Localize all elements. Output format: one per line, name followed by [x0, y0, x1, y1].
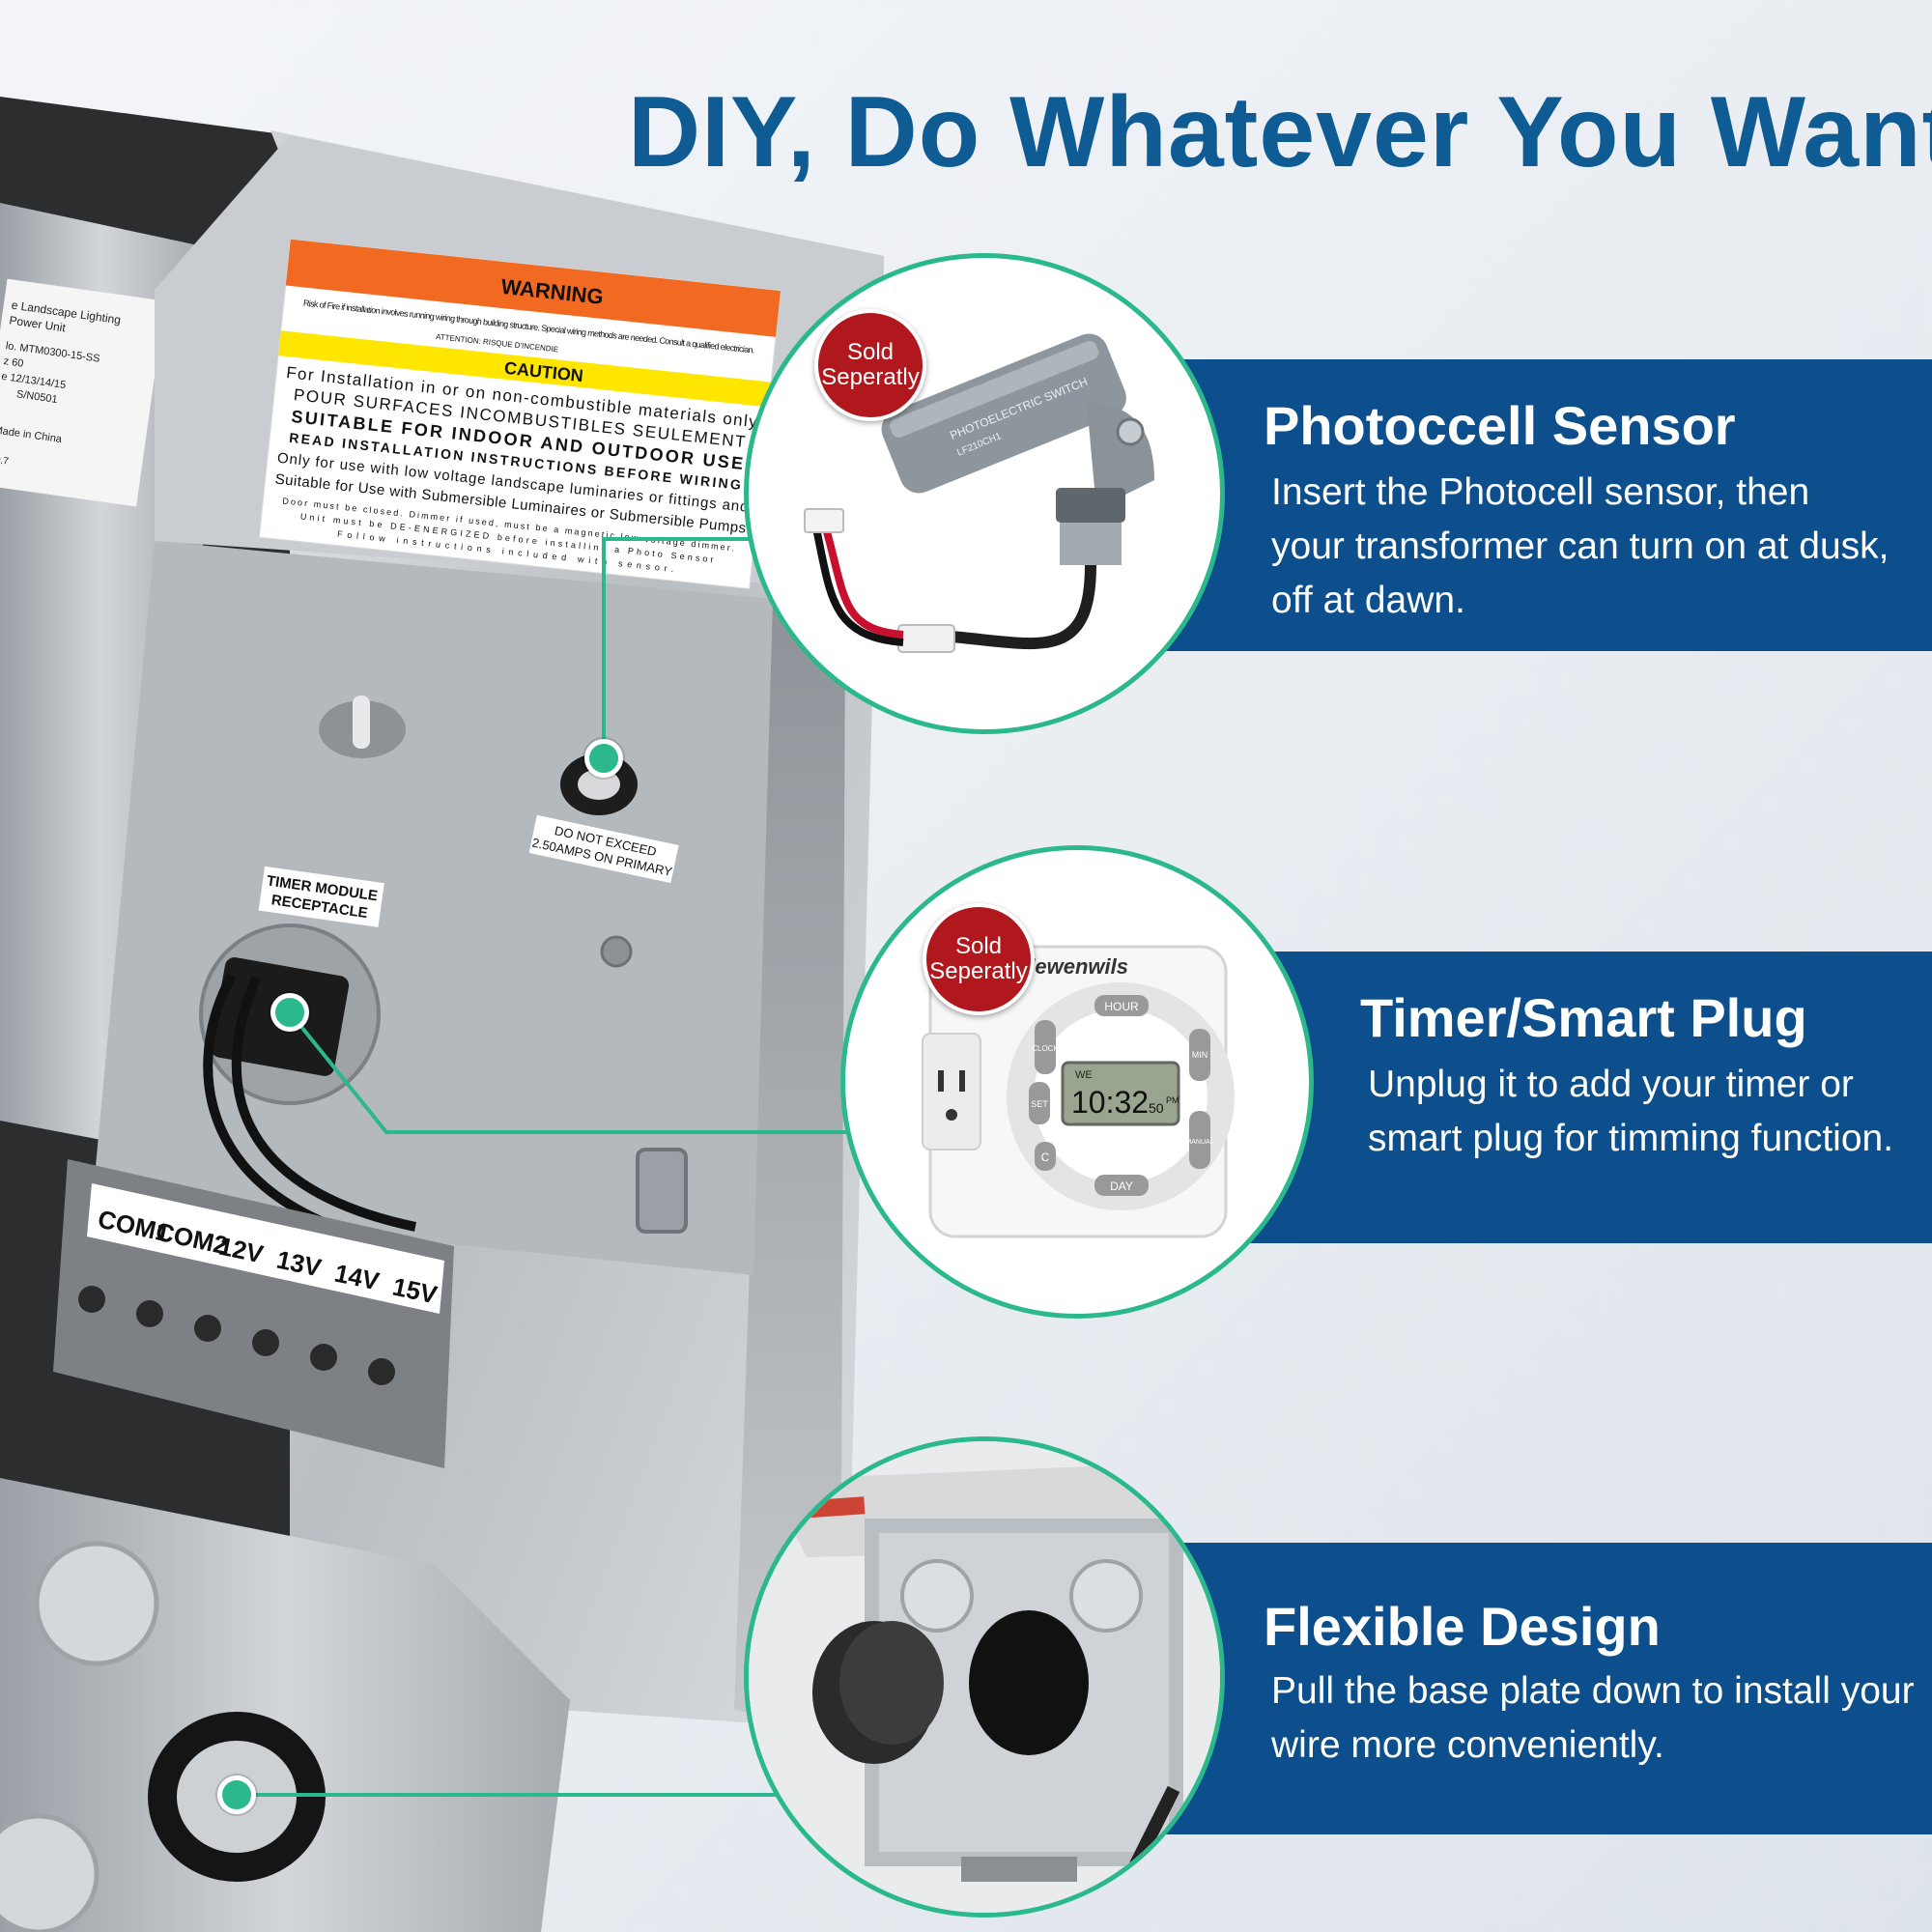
timer-day: WE [1075, 1069, 1093, 1081]
feature-body: Unplug it to add your timer or smart plu… [1368, 1064, 1894, 1159]
timer-brand: dewenwils [1022, 954, 1128, 979]
pin-base-plate [217, 1776, 256, 1814]
photocell-sensor-image: PHOTOELECTRIC SWITCH LF210CH1 [744, 253, 1225, 734]
timer-seconds: 50 [1149, 1100, 1164, 1116]
feature-title: Timer/Smart Plug [1360, 987, 1807, 1048]
spec-line: S/N0501 [15, 388, 58, 406]
pin-photocell-socket [584, 739, 623, 778]
timer-time: 10:32 [1071, 1085, 1149, 1120]
feature-band-photocell: Photoccell Sensor Insert the Photocell s… [1111, 359, 1932, 651]
timer-button-label: MIN [1192, 1050, 1208, 1060]
feature-band-flexible: Flexible Design Pull the base plate down… [1111, 1543, 1932, 1834]
base-plate-image [744, 1436, 1225, 1918]
badge-line: Sold [846, 339, 895, 365]
pin-timer-receptacle [270, 993, 309, 1032]
feature-title: Flexible Design [1264, 1596, 1661, 1657]
spec-line: z 60 [3, 355, 24, 370]
spec-line: 60.7 [0, 454, 10, 468]
callout-line-photocell [602, 537, 749, 758]
page-title: DIY, Do Whatever You Want [628, 76, 1932, 188]
feature-body: Insert the Photocell sensor, then your t… [1271, 471, 1889, 621]
base-plate-icon [749, 1441, 1220, 1913]
sold-separately-badge: Sold Seperatly [923, 903, 1035, 1015]
timer-button-label: C [1041, 1151, 1050, 1164]
timer-ampm: PM [1166, 1095, 1179, 1105]
sold-separately-badge: Sold Seperatly [814, 309, 926, 421]
timer-plug-image: dewenwils WE 10:32 50 PM HOUR MIN MANUAL… [840, 845, 1314, 1319]
timer-button-label: DAY [1110, 1179, 1133, 1193]
warning-label: WARNING Risk of Fire if installation inv… [258, 239, 781, 589]
callout-lines [237, 537, 850, 1797]
transformer-box-photo: e Landscape Lighting Power Unit lo. MTM0… [0, 97, 884, 1932]
badge-line: Sold [954, 933, 1003, 959]
timer-button-label: HOUR [1104, 1000, 1139, 1013]
feature-body: Pull the base plate down to install your… [1271, 1670, 1915, 1766]
timer-button-label: MANUAL [1185, 1139, 1213, 1146]
timer-plug-icon: dewenwils WE 10:32 50 PM HOUR MIN MANUAL… [922, 945, 1235, 1238]
spec-label: e Landscape Lighting Power Unit lo. MTM0… [0, 278, 165, 507]
badge-line: Seperatly [929, 958, 1028, 984]
timer-button-label: SET [1031, 1099, 1048, 1109]
photocell-sensor-icon: PHOTOELECTRIC SWITCH LF210CH1 [804, 333, 1154, 653]
feature-band-timer: Timer/Smart Plug Unplug it to add your t… [1198, 952, 1932, 1243]
timer-button-label: CLOCK [1032, 1044, 1059, 1053]
feature-title: Photoccell Sensor [1264, 395, 1736, 456]
callout-line-timer [288, 1010, 850, 1134]
badge-line: Seperatly [821, 364, 920, 390]
